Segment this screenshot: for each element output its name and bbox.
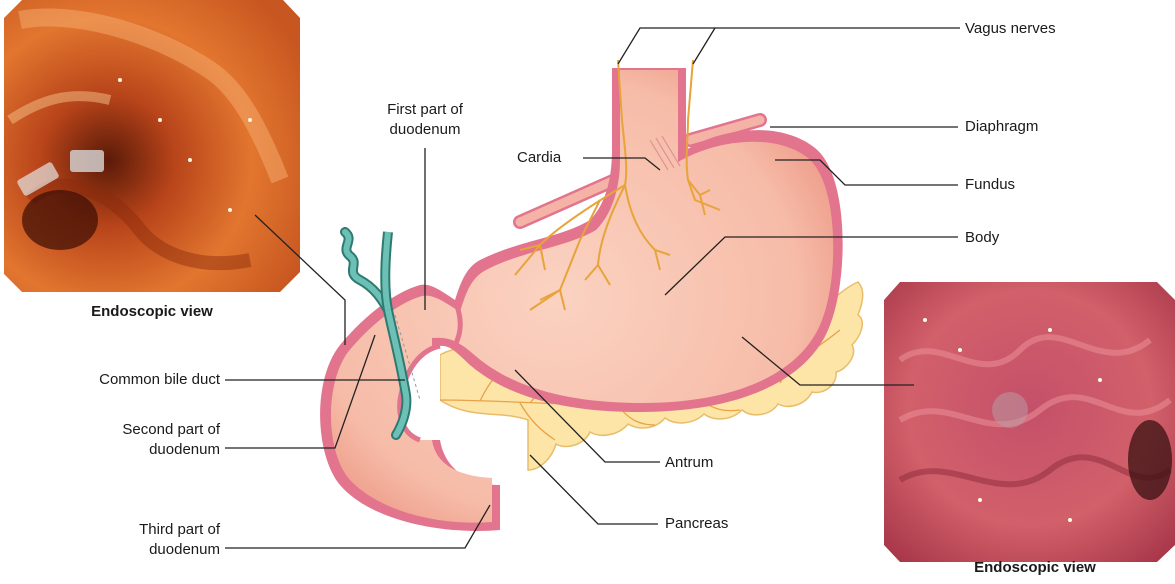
label-third-part-line2: duodenum — [20, 540, 220, 560]
label-vagus-nerves: Vagus nerves — [965, 19, 1056, 39]
label-common-bile-duct: Common bile duct — [20, 370, 220, 390]
label-body: Body — [965, 228, 999, 248]
label-second-part-line1: Second part of — [20, 420, 220, 440]
label-pancreas: Pancreas — [665, 514, 728, 534]
endoscopic-photo-left — [4, 0, 300, 292]
label-cardia: Cardia — [517, 148, 561, 168]
label-second-part-line2: duodenum — [20, 440, 220, 460]
endoscopic-photo-right — [884, 282, 1175, 562]
label-first-part-line1: First part of — [355, 100, 495, 120]
label-fundus: Fundus — [965, 175, 1015, 195]
label-first-part-duodenum: First part of duodenum — [355, 100, 495, 140]
label-third-part-line1: Third part of — [20, 520, 220, 540]
label-diaphragm: Diaphragm — [965, 117, 1038, 137]
caption-right-endoscopic-view: Endoscopic view — [920, 558, 1150, 578]
caption-left-endoscopic-view: Endoscopic view — [52, 302, 252, 322]
label-antrum: Antrum — [665, 453, 713, 473]
label-first-part-line2: duodenum — [355, 120, 495, 140]
label-second-part-duodenum: Second part of duodenum — [20, 420, 220, 460]
label-third-part-duodenum: Third part of duodenum — [20, 520, 220, 560]
